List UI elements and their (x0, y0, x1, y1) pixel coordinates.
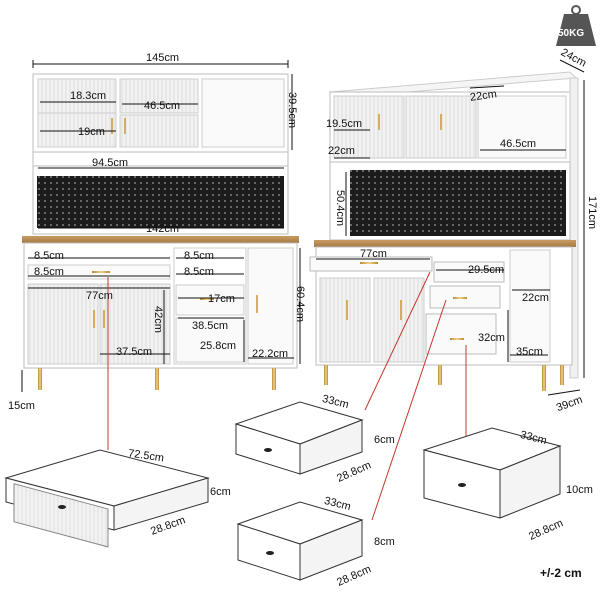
side-total-height: 171cm (586, 196, 598, 230)
drawer-6-height: 6cm (374, 434, 395, 446)
front-total-width: 145cm (146, 52, 180, 64)
side-lower-drawer: 29.5cm (468, 264, 505, 276)
side-side-small: 35cm (516, 346, 543, 358)
front-upper-height: 39.5cm (286, 92, 298, 129)
front-cabinet-width-77: 77cm (86, 290, 113, 302)
front-leg-height: 15cm (8, 400, 35, 412)
front-door-width: 37.5cm (116, 346, 153, 358)
front-door-height: 42cm (152, 306, 164, 333)
weight-icon (556, 5, 596, 46)
front-side-door-width: 22.2cm (252, 348, 289, 360)
front-drawer-gap-4: 8.5cm (184, 266, 214, 278)
front-middle-drawer-width: 38.5cm (192, 320, 229, 332)
drawer-small-6 (234, 401, 364, 475)
drawer-large (4, 449, 210, 548)
dimension-lines (21, 59, 585, 396)
side-pegboard-height: 50.4cm (334, 190, 346, 227)
drawer-8-height: 8cm (374, 536, 395, 548)
front-middle-width: 94.5cm (92, 157, 129, 169)
side-cabinet (309, 71, 579, 391)
side-upper-compartment: 19.5cm (326, 118, 363, 130)
front-upper-compartment-width: 46.5cm (144, 100, 181, 112)
side-upper-depth: 22cm (328, 145, 355, 157)
drawer-large-height: 6cm (210, 486, 231, 498)
countertop (22, 236, 299, 243)
front-drawer-gap-3: 8.5cm (184, 250, 214, 262)
side-side-depth: 22cm (522, 292, 549, 304)
front-upper-shelf-2: 19cm (78, 126, 105, 138)
front-drawer-gap-1: 8.5cm (34, 250, 64, 262)
drawer-tall-height: 10cm (566, 484, 593, 496)
front-pegboard-width: 142cm (146, 223, 180, 235)
leader-lines (107, 271, 467, 521)
front-middle-drawer-height: 25.8cm (200, 340, 237, 352)
weight-label: 50KG (558, 28, 585, 39)
front-cabinet (22, 73, 299, 390)
side-lower-width: 77cm (360, 248, 387, 260)
front-drawer-height-17: 17cm (208, 293, 235, 305)
drawer-small-8 (236, 501, 364, 581)
front-drawer-gap-2: 8.5cm (34, 266, 64, 278)
pegboard (37, 176, 284, 228)
front-upper-shelf-1: 18.3cm (70, 90, 107, 102)
drawer-tall (422, 427, 562, 519)
tolerance-note: +/-2 cm (540, 566, 582, 580)
side-pegboard (350, 170, 566, 236)
front-lower-height: 60.4cm (294, 286, 306, 323)
side-upper-width: 46.5cm (500, 138, 537, 150)
side-side-height: 32cm (478, 332, 505, 344)
